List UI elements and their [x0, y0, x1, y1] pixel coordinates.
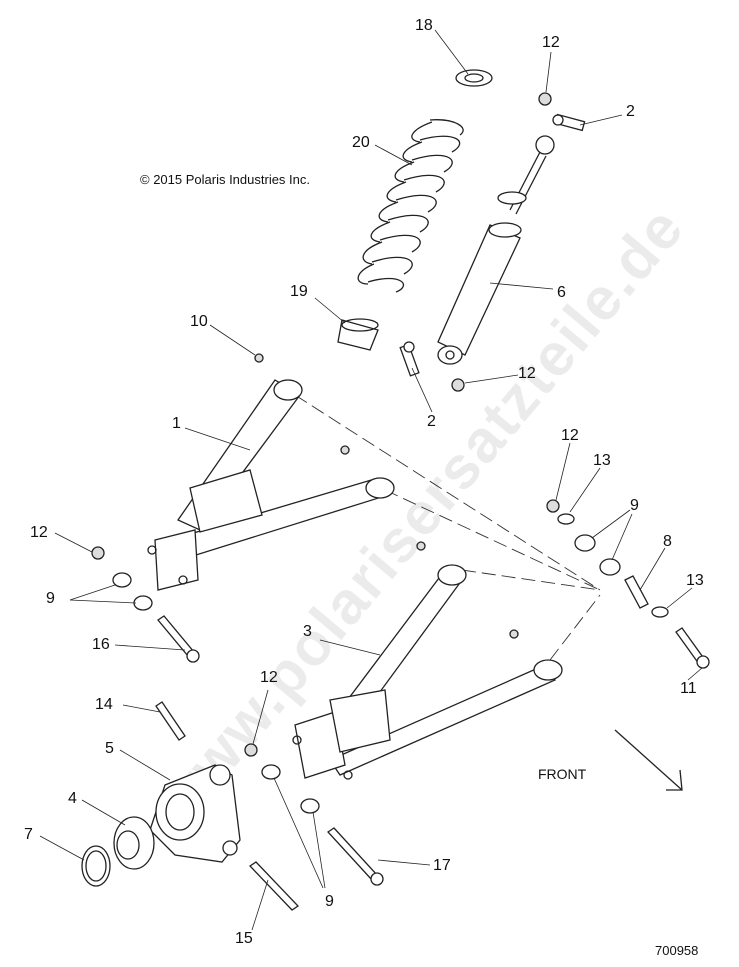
shock-bolt-upper — [552, 113, 586, 132]
nut-shock-lower — [451, 378, 465, 392]
callout-13-upper: 13 — [593, 452, 611, 469]
callout-13-lower: 13 — [686, 572, 704, 589]
callout-6: 6 — [557, 284, 566, 301]
callout-12-right: 12 — [561, 427, 579, 444]
alignment-line-lower-arm — [461, 569, 601, 591]
callout-11: 11 — [680, 680, 697, 697]
upper-a-arm — [147, 379, 395, 591]
callout-12-left: 12 — [30, 524, 48, 541]
copyright-notice: © 2015 Polaris Industries Inc. — [140, 172, 310, 187]
callout-19: 19 — [290, 283, 308, 300]
callout-9-left: 9 — [46, 590, 55, 607]
pivot-sleeve — [624, 575, 649, 609]
lower-arm-bolt — [327, 827, 384, 886]
callout-14: 14 — [95, 696, 113, 713]
callout-2-upper: 2 — [626, 103, 635, 120]
callout-20: 20 — [352, 134, 370, 151]
callout-15: 15 — [235, 930, 253, 947]
callout-9-bottom: 9 — [325, 893, 334, 910]
shock-absorber — [437, 135, 555, 365]
callout-4: 4 — [68, 790, 77, 807]
washers — [557, 513, 669, 618]
nut-left — [91, 546, 105, 560]
knuckle-pin-upper — [155, 701, 186, 741]
callout-17: 17 — [433, 857, 451, 874]
lower-pivot-bolt — [675, 627, 710, 669]
drawing-number: 700958 — [655, 943, 699, 958]
alignment-line-upper-arm-rear — [384, 489, 601, 591]
callout-12-knuckle: 12 — [260, 669, 278, 686]
callout-16: 16 — [92, 636, 110, 653]
spring-retainer-clip — [455, 69, 493, 87]
steering-knuckle — [149, 764, 241, 863]
callout-9-right: 9 — [630, 497, 639, 514]
callout-8: 8 — [663, 533, 672, 550]
callout-1: 1 — [172, 415, 181, 432]
callout-2-lower: 2 — [427, 413, 436, 430]
callout-3: 3 — [303, 623, 312, 640]
grease-fitting — [254, 353, 519, 639]
spring-seat — [337, 318, 379, 351]
lower-a-arm — [292, 564, 563, 780]
upper-pivot-bolt — [157, 615, 200, 663]
snap-ring — [81, 845, 111, 887]
callout-5: 5 — [105, 740, 114, 757]
front-direction-arrow — [614, 729, 683, 791]
callout-18: 18 — [415, 17, 433, 34]
bushing-set — [112, 534, 621, 814]
alignment-line-lower-arm-rear — [549, 594, 601, 661]
shock-bolt-lower — [399, 341, 420, 377]
callout-12-shock: 12 — [518, 365, 536, 382]
nut-right — [546, 499, 560, 513]
callout-leaders — [39, 29, 703, 931]
nut-top — [538, 92, 552, 106]
callout-7: 7 — [24, 826, 33, 843]
callout-10: 10 — [190, 313, 208, 330]
wheel-bearing — [113, 816, 155, 870]
coil-spring — [357, 119, 464, 293]
callout-12-top: 12 — [542, 34, 560, 51]
alignment-line-upper-arm — [294, 394, 601, 591]
nut-knuckle — [244, 743, 258, 757]
knuckle-pin-lower — [248, 861, 300, 911]
front-label: FRONT — [538, 766, 587, 782]
